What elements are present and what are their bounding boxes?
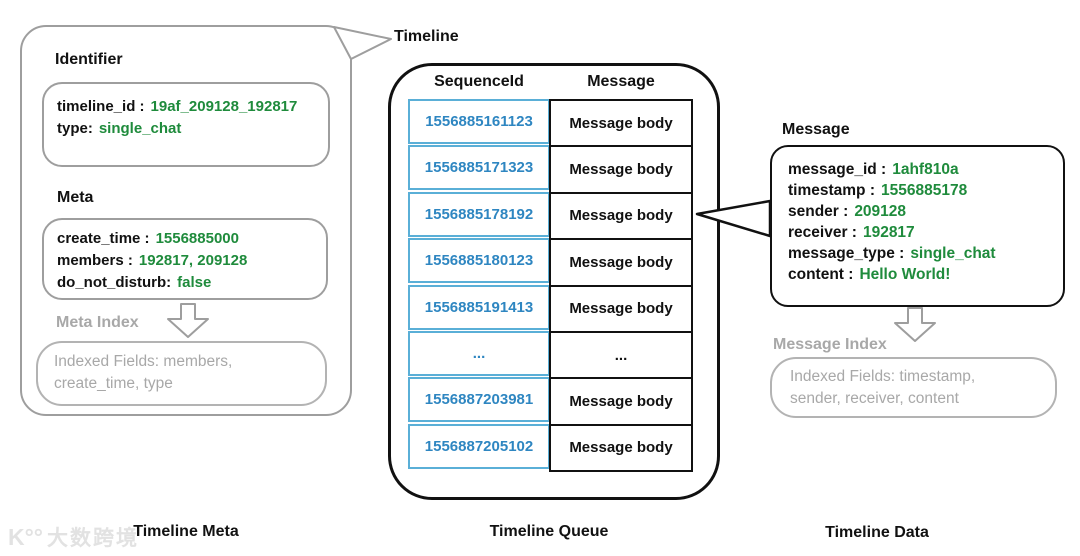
caption-timeline-queue: Timeline Queue: [489, 523, 609, 540]
message-cell: Message body: [549, 145, 693, 194]
identifier-heading: Identifier: [55, 51, 123, 68]
field-value: single_chat: [910, 245, 996, 262]
sequence-cell: 1556885180123: [408, 238, 550, 284]
message-cell: ...: [549, 330, 693, 380]
meta-index-heading: Meta Index: [56, 314, 139, 331]
message-cell: Message body: [549, 423, 693, 473]
message-index-box: Indexed Fields: timestamp, sender, recei…: [770, 357, 1057, 418]
message-field: message_type : single_chat: [788, 243, 1063, 264]
meta-index-line: Indexed Fields: members,: [54, 353, 233, 370]
meta-box: create_time : 1556885000 members : 192817,…: [42, 218, 328, 300]
caption-timeline-meta: Timeline Meta: [133, 523, 239, 540]
field-value: 192817, 209128: [138, 252, 248, 269]
field-label: members :: [57, 252, 133, 269]
sequence-cell: ...: [408, 330, 550, 376]
watermark-logo: K°°: [8, 524, 44, 550]
message-cell: Message body: [549, 377, 693, 426]
identifier-field: timeline_id : 19af_209128_192817: [57, 96, 328, 118]
sequence-cell: 1556885191413: [408, 284, 550, 330]
timeline-label: Timeline: [394, 28, 459, 45]
sequence-cell: 1556885178192: [408, 191, 550, 237]
field-label: receiver :: [788, 224, 857, 241]
field-value: 1ahf810a: [892, 161, 959, 178]
meta-heading: Meta: [57, 189, 94, 206]
message-field: receiver : 192817: [788, 222, 1063, 243]
message-field: message_id : 1ahf810a: [788, 159, 1063, 180]
message-field: timestamp : 1556885178: [788, 180, 1063, 201]
message-index-heading: Message Index: [773, 336, 887, 353]
meta-index-box: Indexed Fields: members, create_time, ty…: [36, 341, 327, 406]
watermark-text: 大数跨境: [47, 527, 140, 550]
message-index-line: Indexed Fields: timestamp,: [790, 368, 976, 385]
meta-field: create_time : 1556885000: [57, 228, 326, 250]
sequenceid-column: 1556885161123 1556885171323 155688517819…: [408, 99, 550, 470]
message-column: Message body Message body Message body M…: [549, 99, 693, 473]
message-index-line: sender, receiver, content: [790, 390, 959, 407]
field-value: 19af_209128_192817: [150, 98, 298, 115]
meta-field: members : 192817, 209128: [57, 250, 326, 272]
message-index-arrow-down-icon: [894, 307, 936, 342]
sequence-cell: 1556885171323: [408, 145, 550, 191]
sequence-cell: 1556887205102: [408, 423, 550, 469]
message-cell: Message body: [549, 99, 693, 148]
message-field: sender : 209128: [788, 201, 1063, 222]
field-value: Hello World!: [859, 266, 951, 283]
field-value: 192817: [862, 224, 915, 241]
message-cell: Message body: [549, 284, 693, 333]
sequence-cell: 1556887203981: [408, 377, 550, 423]
meta-index-line: create_time, type: [54, 375, 173, 392]
field-label: sender :: [788, 203, 849, 220]
field-value: false: [177, 274, 212, 291]
field-label: content :: [788, 266, 854, 283]
field-label: timestamp :: [788, 182, 875, 199]
column-header-message: Message: [587, 73, 655, 90]
message-heading: Message: [782, 121, 850, 138]
identifier-field: type: single_chat: [57, 118, 328, 140]
message-box: message_id : 1ahf810a timestamp : 15568851…: [770, 145, 1065, 307]
message-cell: Message body: [549, 238, 693, 287]
field-label: type:: [57, 120, 93, 137]
field-label: create_time :: [57, 230, 150, 247]
watermark: K°°大数跨境: [8, 522, 139, 552]
message-field: content : Hello World!: [788, 264, 1063, 285]
field-label: message_id :: [788, 161, 887, 178]
field-label: do_not_disturb:: [57, 274, 172, 291]
identifier-box: timeline_id : 19af_209128_192817 type: sin…: [42, 82, 330, 167]
message-cell: Message body: [549, 191, 693, 241]
field-value: single_chat: [98, 120, 182, 137]
column-header-sequenceid: SequenceId: [434, 73, 524, 90]
field-value: 1556885000: [155, 230, 239, 247]
sequence-cell: 1556885161123: [408, 99, 550, 144]
field-label: message_type :: [788, 245, 905, 262]
meta-field: do_not_disturb: false: [57, 272, 326, 294]
field-value: 209128: [854, 203, 907, 220]
caption-timeline-data: Timeline Data: [825, 524, 929, 541]
field-value: 1556885178: [881, 182, 968, 199]
field-label: timeline_id :: [57, 98, 145, 115]
